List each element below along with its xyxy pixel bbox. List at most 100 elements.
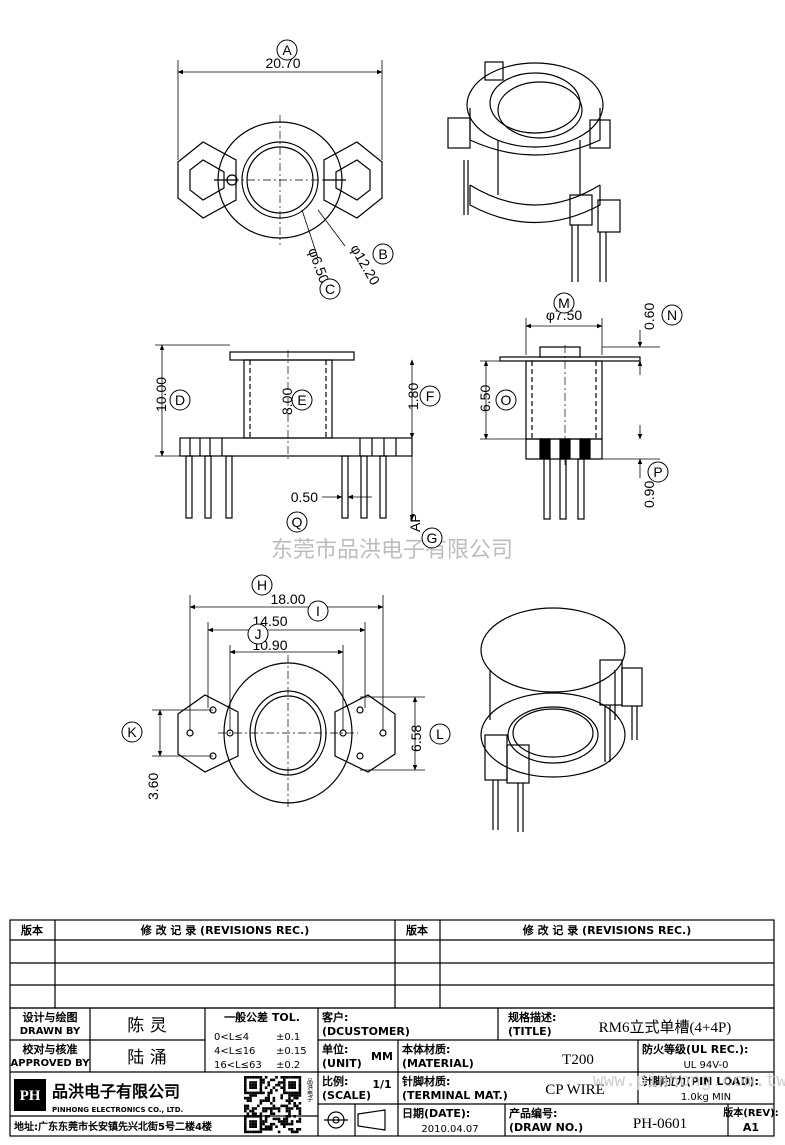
pinload-label: 针脚拉力(PIN LOAD): — [642, 1074, 759, 1088]
bottom-view-dims — [152, 595, 425, 771]
dim-L-value: 6.58 — [408, 725, 424, 752]
balloon-j — [247, 623, 269, 645]
balloon-label-i: I — [316, 603, 320, 619]
rev-col2-header: 修 改 记 录 (REVISIONS REC.) — [140, 923, 310, 937]
dim-N-value: 0.60 — [641, 303, 657, 330]
balloon-d — [169, 389, 191, 411]
balloon-f — [419, 385, 441, 407]
balloon-label-h: H — [257, 577, 267, 593]
material-value: T200 — [562, 1052, 594, 1068]
tol-range-3: 16<L≤63 — [214, 1060, 262, 1071]
dim-O-value: 6.50 — [477, 385, 493, 412]
title-block-frame — [9, 1007, 775, 1137]
balloon-label-c: C — [325, 281, 335, 297]
company-logo: PH — [14, 1079, 46, 1111]
terminal-label-en: (TERMINAL MAT.) — [402, 1089, 508, 1102]
rev-col1-header: 版本 — [21, 923, 43, 937]
iso-view-top — [447, 61, 621, 282]
drawno-value: PH-0601 — [633, 1116, 687, 1132]
balloon-n — [661, 304, 683, 326]
tol-value-2: ±0.15 — [276, 1046, 307, 1057]
drawno-label-cn: 产品编号: — [509, 1106, 557, 1120]
dim-K-value: 3.60 — [145, 773, 161, 800]
tol-value-1: ±0.1 — [276, 1032, 300, 1043]
balloon-e — [291, 389, 313, 411]
drawno-label-en: (DRAW NO.) — [509, 1121, 583, 1134]
unit-label-en: (UNIT) — [322, 1057, 362, 1070]
fire-label: 防火等级(UL REC.): — [642, 1042, 748, 1056]
fire-value: UL 94V-0 — [683, 1060, 728, 1071]
title-value: RM6立式单槽(4+4P) — [599, 1019, 732, 1036]
tol-range-1: 0<L≤4 — [214, 1032, 249, 1043]
designer-name: 陈 灵 — [127, 1016, 166, 1036]
dim-F-value: 1.80 — [405, 383, 421, 410]
balloon-a — [276, 39, 298, 61]
checked-label-en: APPROVED BY — [11, 1058, 91, 1069]
balloon-label-k: K — [127, 724, 137, 740]
company-name-cn: 品洪电子有限公司 — [52, 1082, 180, 1101]
top-view — [177, 115, 383, 245]
dim-Q-value: 0.50 — [291, 489, 318, 505]
terminal-value: CP WIRE — [545, 1082, 605, 1098]
tol-range-2: 4<L≤16 — [214, 1046, 255, 1057]
balloon-h — [251, 574, 273, 596]
company-name-en: PINHONG ELECTRONICS CO., LTD. — [52, 1106, 183, 1114]
material-label-cn: 本体材质: — [402, 1042, 450, 1056]
rev-value: A1 — [743, 1121, 759, 1134]
customer-label-cn: 客户: — [321, 1010, 348, 1024]
tolerance-title: 一般公差 TOL. — [224, 1010, 300, 1024]
rev-col3-header: 版本 — [406, 923, 428, 937]
side-view-dims — [480, 318, 660, 478]
terminal-label-cn: 针脚材质: — [402, 1074, 450, 1088]
unit-value: MM — [371, 1050, 393, 1063]
qr-side-text: 品洪电子 — [306, 1078, 313, 1102]
balloon-p — [647, 461, 669, 483]
scale-label-en: (SCALE) — [322, 1089, 371, 1102]
front-view — [179, 350, 413, 519]
watermark: 东莞市品洪电子有限公司 — [271, 538, 513, 563]
balloon-label-d: D — [175, 392, 185, 408]
date-value: 2010.04.07 — [421, 1124, 478, 1135]
title-label-cn: 规格描述: — [508, 1010, 556, 1024]
balloon-b — [372, 243, 394, 265]
company-address: 地址:广东东莞市长安镇先兴北街5号二楼4楼 — [14, 1120, 212, 1133]
logo-text: PH — [20, 1088, 41, 1104]
balloon-q — [286, 511, 308, 533]
balloon-i — [307, 600, 329, 622]
balloon-m — [553, 292, 575, 314]
scale-label-cn: 比例: — [322, 1074, 348, 1088]
front-view-dims — [155, 344, 415, 521]
balloon-label-l: L — [436, 726, 444, 742]
checked-label-cn: 校对与核准 — [23, 1042, 78, 1056]
material-label-en: (MATERIAL) — [402, 1057, 474, 1070]
balloon-label-e: E — [297, 392, 306, 408]
title-label-en: (TITLE) — [508, 1025, 552, 1038]
qr-code — [244, 1076, 302, 1134]
dim-A — [177, 60, 383, 259]
balloon-g — [421, 527, 443, 549]
iso-view-bottom — [480, 607, 643, 832]
designed-label-en: DRAWN BY — [20, 1026, 81, 1037]
balloon-k — [121, 721, 143, 743]
dim-P-value: 0.90 — [641, 481, 657, 508]
designed-label-cn: 设计与绘图 — [23, 1010, 78, 1024]
balloon-label-n: N — [667, 307, 677, 323]
balloon-o — [495, 389, 517, 411]
pinload-value: 1.0kg MIN — [681, 1092, 731, 1103]
balloon-l — [429, 723, 451, 745]
dim-H-value: 18.00 — [270, 591, 305, 607]
balloon-label-f: F — [426, 388, 435, 404]
approver-name: 陆 涌 — [127, 1048, 166, 1068]
dim-D-value: 10.00 — [153, 377, 169, 412]
unit-label-cn: 单位: — [322, 1042, 348, 1056]
date-label: 日期(DATE): — [402, 1106, 470, 1120]
dim-M-value: φ7.50 — [546, 307, 583, 323]
customer-label-en: (DCUSTOMER) — [322, 1025, 410, 1038]
balloon-c — [319, 278, 341, 300]
dim-G-value: AP — [407, 513, 423, 532]
balloon-label-a: A — [282, 42, 292, 58]
dim-E-value: 8.00 — [279, 388, 295, 415]
side-view — [499, 345, 641, 520]
